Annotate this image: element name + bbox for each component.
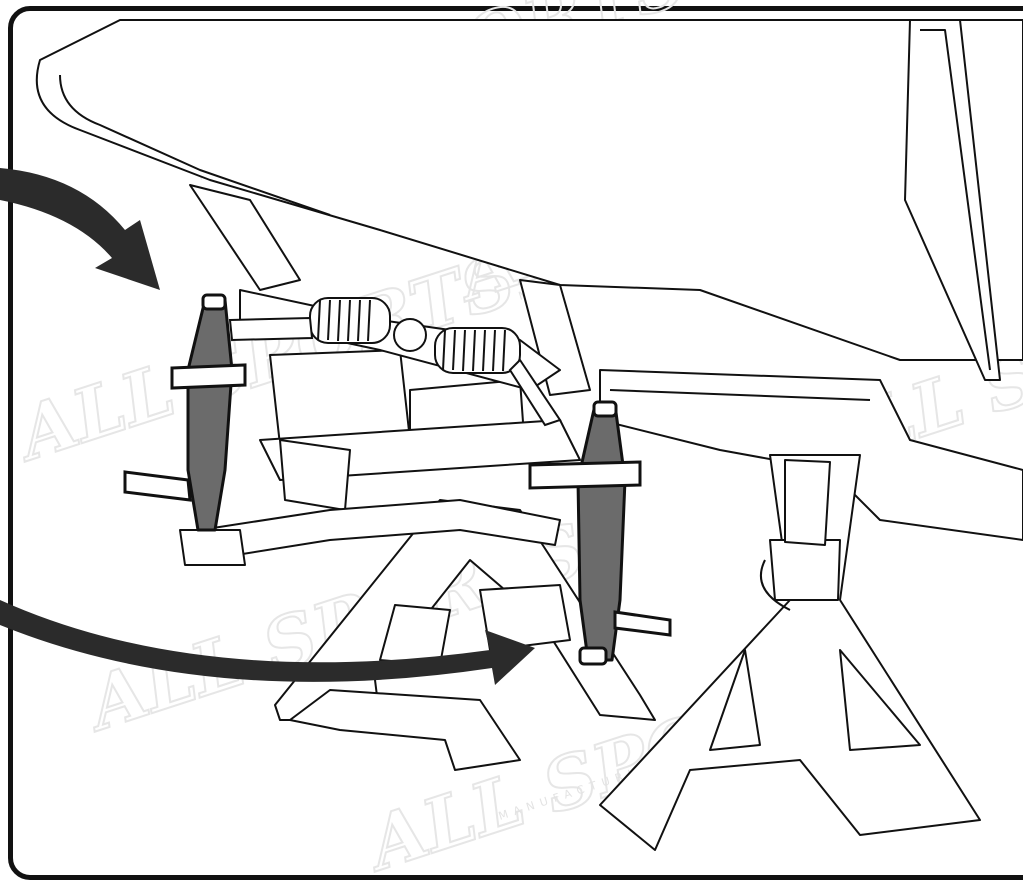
tie-rod-right <box>508 358 562 427</box>
tie-rod-left <box>228 316 314 342</box>
arrows <box>0 168 535 685</box>
rack-boot-ribs <box>317 299 506 372</box>
mount-plate <box>279 439 351 511</box>
diagram-frame <box>8 6 1023 880</box>
kingpin-nut-left <box>201 293 227 311</box>
jack-stand-right-window-right <box>839 649 921 751</box>
floor-pan-edge <box>59 74 331 216</box>
steering-arm-right <box>528 460 642 490</box>
kingpin-nut-right <box>592 400 618 418</box>
kingpin-bottom-right <box>578 646 608 666</box>
vehicle-body <box>35 19 1023 541</box>
lower-bracket-left <box>179 529 246 566</box>
stub-axle-right <box>613 610 672 637</box>
jack-stand-right-collar <box>769 539 841 601</box>
jack-stand-right-window-left <box>709 649 761 751</box>
stub-axle-left <box>123 470 192 502</box>
jack-stand-left-base <box>289 689 521 771</box>
lower-bracket-right <box>479 584 571 651</box>
arrow-lower-icon <box>0 600 535 685</box>
front-hoop-left <box>189 184 301 291</box>
frame-rail-line <box>609 389 871 401</box>
rack-boot-right <box>434 327 521 374</box>
spindle-left <box>186 298 234 532</box>
jack-stand-right-post <box>784 459 831 546</box>
jack-stand-pin <box>760 559 791 611</box>
seat-post-edge <box>920 29 991 371</box>
floor-pan <box>35 19 1023 361</box>
lower-a-arm <box>199 499 561 561</box>
jack-stand-right <box>599 454 981 851</box>
spindle-details <box>123 293 672 666</box>
seat-post <box>904 19 1001 381</box>
arrow-upper-icon <box>0 168 160 290</box>
rack-center-housing <box>393 318 427 352</box>
steering-rack <box>228 297 562 427</box>
steering-arm-left <box>170 363 247 390</box>
